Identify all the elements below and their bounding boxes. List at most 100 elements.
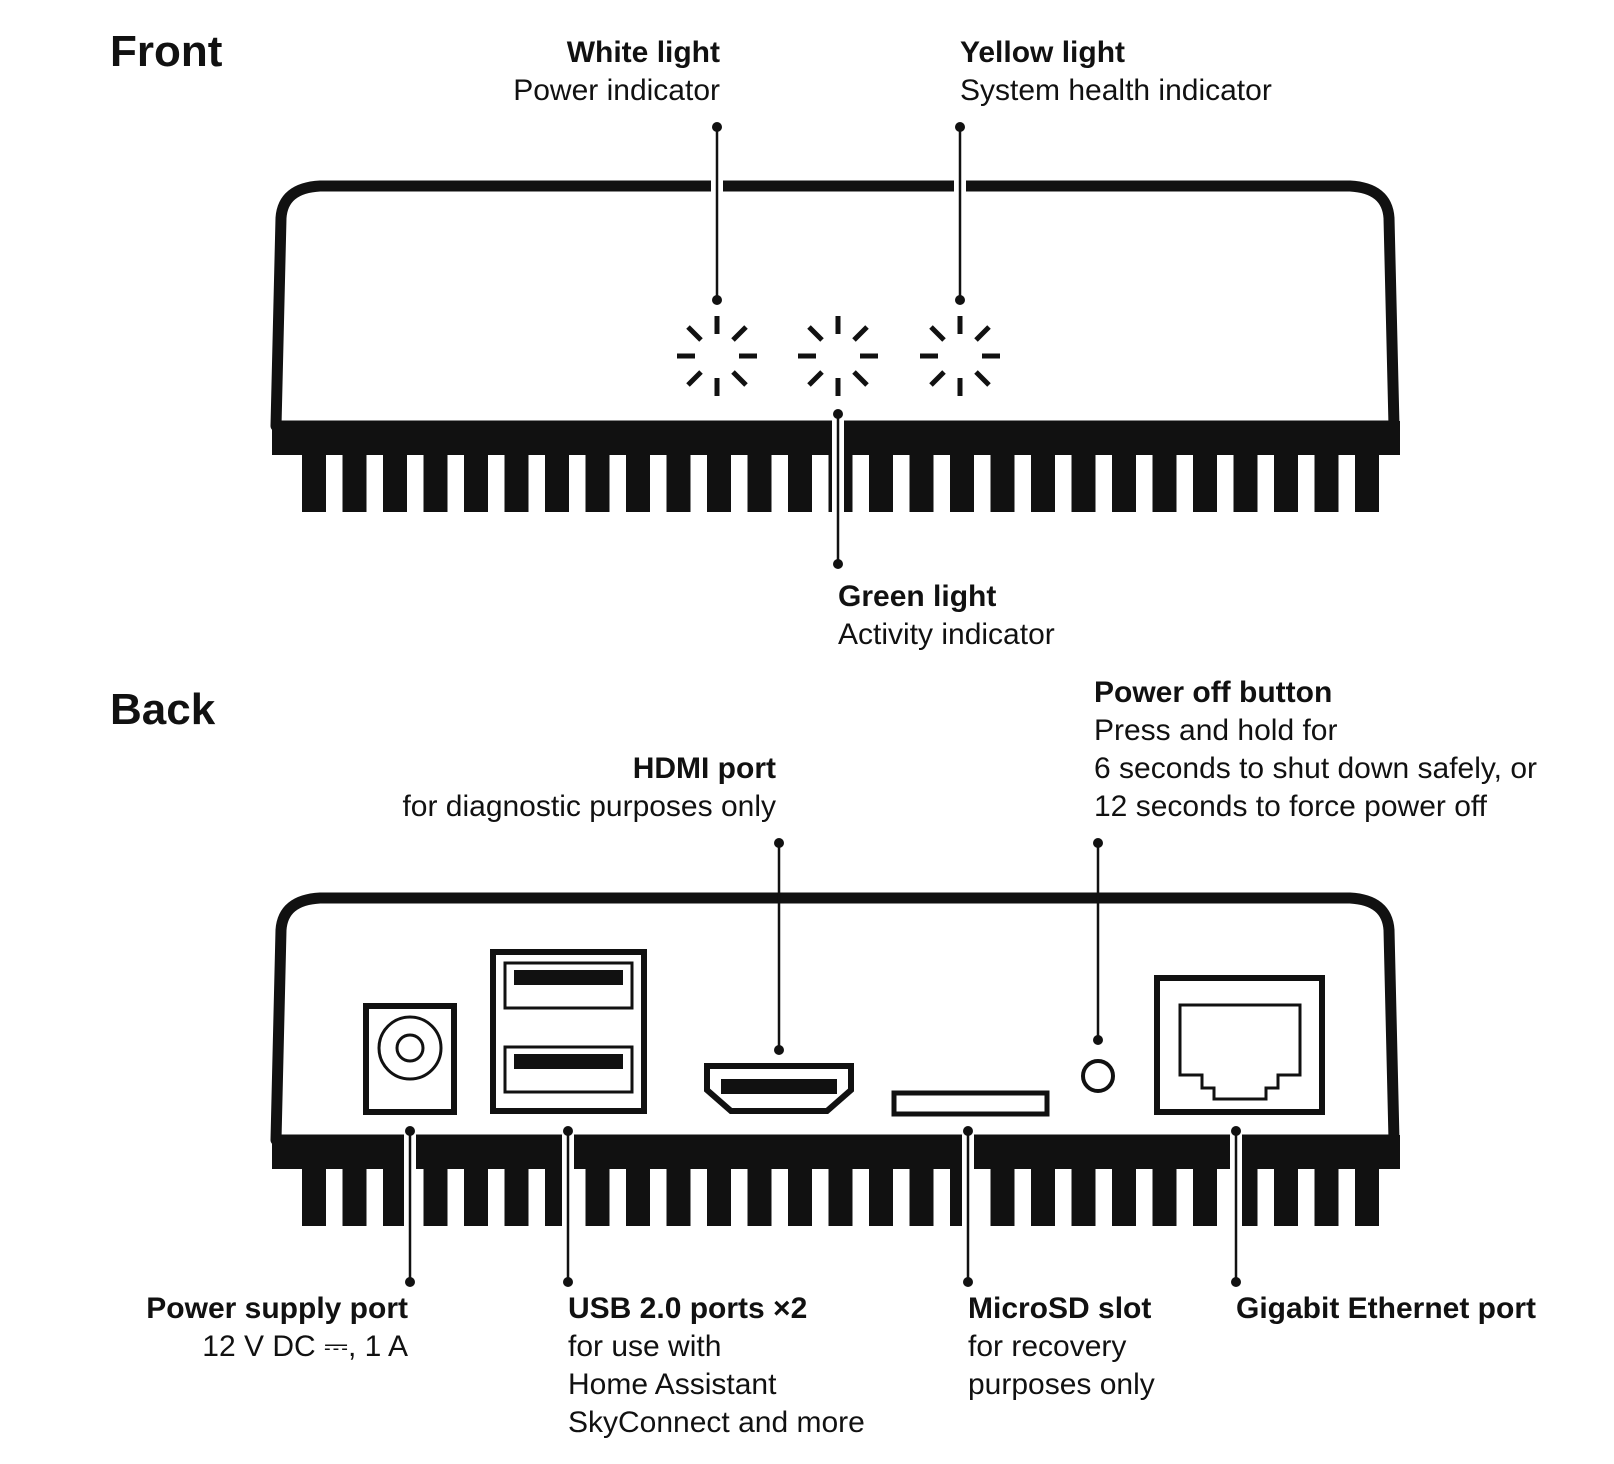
hdmi-label: HDMI port for diagnostic purposes only	[402, 750, 776, 826]
heatsink-fin	[1314, 450, 1339, 512]
hdmi-title: HDMI port	[632, 752, 776, 785]
power-supply-leader	[404, 1126, 416, 1287]
heatsink-fin	[302, 450, 326, 512]
power-supply-port-icon	[363, 1003, 457, 1115]
microsd-label: MicroSD slot for recovery purposes only	[968, 1290, 1155, 1404]
heatsink-fin	[747, 450, 772, 512]
power-supply-label: Power supply port 12 V DC ⎓, 1 A	[146, 1290, 408, 1366]
green-light-title: Green light	[838, 580, 997, 613]
heatsink-fin	[1112, 450, 1136, 512]
green-light-desc: Activity indicator	[838, 618, 1055, 651]
heatsink-fin	[828, 1164, 853, 1226]
power-button-icon	[1081, 1059, 1115, 1093]
microsd-desc-line-1: for recovery	[968, 1330, 1127, 1363]
yellow-light-title: Yellow light	[960, 36, 1126, 69]
heatsink-fin	[1031, 450, 1055, 512]
microsd-title: MicroSD slot	[968, 1292, 1152, 1325]
heatsink-fin	[1071, 1164, 1096, 1226]
heatsink-fin	[626, 1164, 650, 1226]
usb-ports-icon	[490, 949, 647, 1114]
heatsink-fin	[990, 1164, 1015, 1226]
heatsink-fin	[464, 1164, 488, 1226]
heatsink-fin	[1152, 1164, 1177, 1226]
heatsink-fin	[504, 450, 529, 512]
heatsink-fin	[464, 450, 488, 512]
microsd-desc-line-2: purposes only	[968, 1368, 1155, 1401]
heatsink-fin	[707, 1164, 731, 1226]
white-light-leader	[711, 122, 723, 305]
heatsink-fin	[666, 1164, 691, 1226]
heatsink-fin	[788, 1164, 812, 1226]
back-device	[270, 838, 1400, 1287]
heatsink-fin	[342, 1164, 367, 1226]
heatsink-fin	[342, 450, 367, 512]
heatsink-fin	[909, 1164, 934, 1226]
power-button-desc-line-1: Press and hold for	[1094, 714, 1338, 747]
heatsink-fin	[545, 450, 569, 512]
heatsink-fin	[788, 450, 812, 512]
usb-desc-line-3: SkyConnect and more	[568, 1406, 865, 1439]
yellow-light-icon	[920, 316, 1000, 396]
white-light-desc: Power indicator	[513, 74, 720, 107]
back-base-band	[272, 1135, 1400, 1169]
heatsink-fin	[1355, 450, 1379, 512]
back-heatsink-fins	[302, 1164, 1379, 1226]
heatsink-fin	[1233, 450, 1258, 512]
power-button-label: Power off button Press and hold for 6 se…	[1094, 674, 1537, 826]
heatsink-fin	[302, 1164, 326, 1226]
green-light-label: Green light Activity indicator	[838, 578, 1055, 654]
white-light-label: White light Power indicator	[513, 34, 720, 110]
heatsink-fin	[585, 450, 610, 512]
heatsink-fin	[504, 1164, 529, 1226]
power-button-title: Power off button	[1094, 676, 1333, 709]
heatsink-fin	[585, 1164, 610, 1226]
usb-title: USB 2.0 ports ×2	[568, 1292, 808, 1325]
front-heatsink-fins	[302, 450, 1379, 512]
hdmi-desc: for diagnostic purposes only	[402, 790, 776, 823]
power-button-desc-line-2: 6 seconds to shut down safely, or	[1094, 752, 1538, 785]
ethernet-label: Gigabit Ethernet port	[1236, 1290, 1536, 1328]
heatsink-fin	[383, 450, 407, 512]
microsd-leader	[962, 1126, 974, 1287]
white-light-icon	[677, 316, 757, 396]
heatsink-fin	[1193, 1164, 1217, 1226]
hdmi-port-icon	[704, 1063, 854, 1114]
usb-desc-line-1: for use with	[568, 1330, 722, 1363]
ethernet-leader	[1230, 1126, 1242, 1287]
heatsink-fin	[1314, 1164, 1339, 1226]
heatsink-fin	[990, 450, 1015, 512]
heatsink-fin	[747, 1164, 772, 1226]
heatsink-fin	[707, 450, 731, 512]
power-button-leader	[1093, 838, 1103, 1045]
heatsink-fin	[1355, 1164, 1379, 1226]
ethernet-title: Gigabit Ethernet port	[1236, 1292, 1536, 1325]
heatsink-fin	[423, 1164, 448, 1226]
heatsink-fin	[666, 450, 691, 512]
green-light-leader	[832, 409, 844, 569]
microsd-slot-icon	[891, 1090, 1050, 1117]
yellow-light-label: Yellow light System health indicator	[960, 34, 1272, 110]
heatsink-fin	[1274, 1164, 1298, 1226]
heatsink-fin	[1152, 450, 1177, 512]
heatsink-fin	[1274, 450, 1298, 512]
heatsink-fin	[869, 450, 893, 512]
heatsink-fin	[1071, 450, 1096, 512]
yellow-light-leader	[954, 122, 966, 305]
white-light-title: White light	[566, 36, 720, 69]
heatsink-fin	[1031, 1164, 1055, 1226]
usb-leader	[562, 1126, 574, 1287]
power-supply-desc: 12 V DC ⎓, 1 A	[202, 1330, 408, 1363]
back-section-title: Back	[110, 685, 216, 734]
ethernet-port-icon	[1154, 975, 1325, 1115]
green-light-icon	[798, 316, 878, 396]
front-enclosure	[270, 180, 1400, 432]
heatsink-fin	[383, 1164, 407, 1226]
power-supply-title: Power supply port	[146, 1292, 408, 1325]
heatsink-fin	[1112, 1164, 1136, 1226]
heatsink-fin	[950, 450, 974, 512]
heatsink-fin	[869, 1164, 893, 1226]
heatsink-fin	[626, 450, 650, 512]
heatsink-fin	[1193, 450, 1217, 512]
power-button-desc-line-3: 12 seconds to force power off	[1094, 790, 1488, 823]
